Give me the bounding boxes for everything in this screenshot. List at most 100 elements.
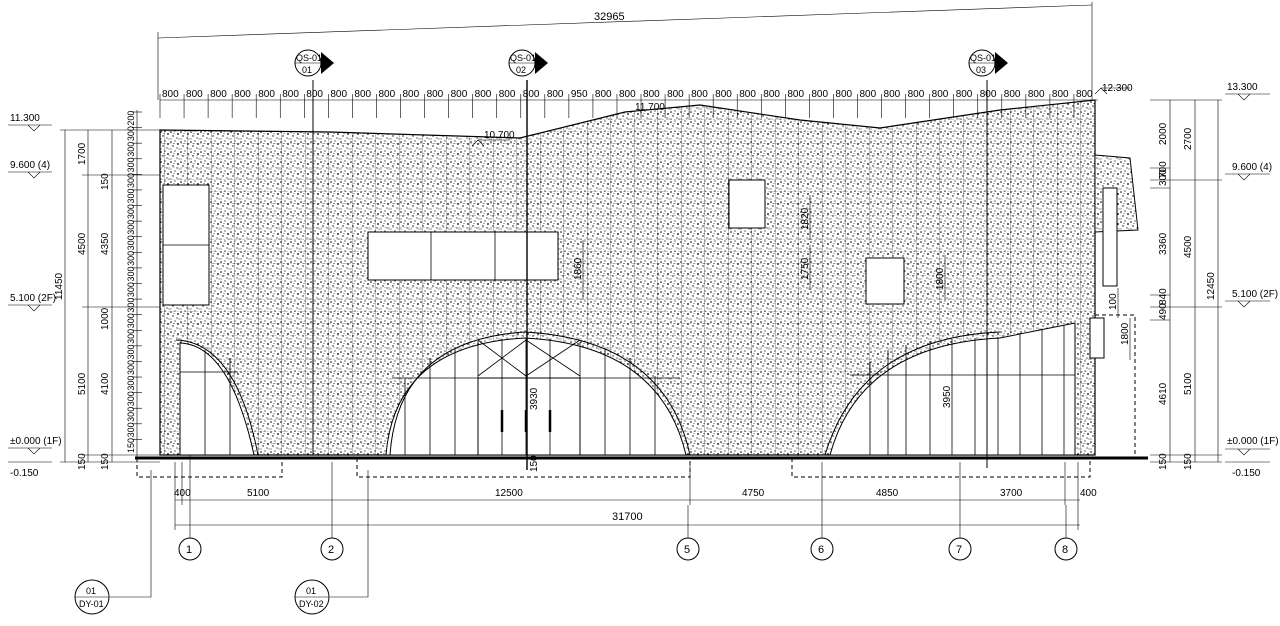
- left-small-label: 300: [126, 126, 136, 141]
- bottom-dim-6: 3700: [1000, 488, 1023, 499]
- right-small-2: 1800: [1120, 322, 1131, 345]
- left-small-label: 300: [126, 220, 136, 235]
- detail-callout-2: 01 DY-02: [294, 470, 369, 615]
- left-level-2: 9.600 (4): [10, 160, 50, 171]
- window-small-right: [865, 257, 905, 305]
- left-small-label: 300: [126, 407, 136, 422]
- left-small-label: 300: [126, 360, 136, 375]
- interior-dimensions: 1860 1820 1800 1750 3930 3950 150: [529, 195, 953, 472]
- foundation-dash-left: [136, 458, 283, 478]
- left-small-label: 300: [126, 344, 136, 359]
- left-small-label: 300: [126, 204, 136, 219]
- callout-1-bottom: DY-01: [79, 599, 104, 609]
- module-label: 800: [451, 89, 468, 100]
- right-level-2: 9.600 (4): [1232, 162, 1272, 173]
- bottom-dim-4: 4750: [742, 488, 765, 499]
- module-label: 800: [884, 89, 901, 100]
- left-level-4: ±0.000 (1F): [10, 436, 62, 447]
- module-label: 800: [162, 89, 179, 100]
- foundation-dash-right: [791, 458, 1091, 478]
- module-label: 800: [210, 89, 227, 100]
- grid-axis-8: 8: [1062, 544, 1068, 556]
- detail-callout-1: 01 DY-01: [74, 470, 152, 615]
- left-dim-inner-4: 4100: [100, 372, 111, 395]
- module-label: 800: [306, 89, 323, 100]
- top-level-marks: 10.700 11.700 12.300: [471, 83, 1133, 147]
- section-marker-1: QS-01 01: [294, 49, 334, 455]
- interior-dim-1: 1860: [573, 257, 584, 280]
- module-label: 800: [403, 89, 420, 100]
- entrance-door: [477, 377, 581, 456]
- right-dashed-outline: [1095, 314, 1136, 455]
- callout-2-bottom: DY-02: [299, 599, 324, 609]
- grid-axis-1: 1: [186, 544, 192, 556]
- module-label: 800: [715, 89, 732, 100]
- module-label: 800: [859, 89, 876, 100]
- right-dim-inner-5: 840: [1158, 288, 1169, 305]
- right-dim-inner-7: 4610: [1158, 382, 1169, 405]
- window-ribbon: [367, 231, 559, 281]
- module-label: 800: [787, 89, 804, 100]
- right-level-4: ±0.000 (1F): [1227, 436, 1279, 447]
- side-window: [1102, 187, 1118, 287]
- right-small-1: 100: [1108, 293, 1119, 310]
- overall-top-dimension: 32965: [157, 2, 1093, 100]
- left-small-label: 300: [126, 142, 136, 157]
- left-small-label: 300: [126, 251, 136, 266]
- module-label: 800: [739, 89, 756, 100]
- module-label: 800: [330, 89, 347, 100]
- left-small-label: 150: [126, 438, 136, 453]
- module-label: 800: [956, 89, 973, 100]
- right-dim-mid-2: 4500: [1183, 235, 1194, 258]
- facade: [159, 99, 1139, 456]
- module-label: 800: [980, 89, 997, 100]
- left-small-label: 300: [126, 376, 136, 391]
- left-dim-mid-2: 4500: [77, 232, 88, 255]
- section-marker-1-top: QS-01: [296, 53, 322, 63]
- interior-dim-5: 3930: [529, 387, 540, 410]
- window-small-center: [728, 179, 766, 229]
- module-label: 800: [354, 89, 371, 100]
- left-small-label: 300: [126, 282, 136, 297]
- level-center: 10.700: [484, 130, 515, 141]
- left-dim-outer: 11450: [54, 272, 65, 300]
- left-dim-inner-2: 4350: [100, 232, 111, 255]
- right-dim-inner-6: 490: [1158, 303, 1169, 320]
- left-small-label: 300: [126, 391, 136, 406]
- module-dimension-chain: 800 800 800 800 800 800 800 800 800 800 800 800 800 8…: [159, 89, 1098, 118]
- arch-right: [829, 322, 1076, 456]
- grid-axis-6: 6: [818, 544, 824, 556]
- interior-dim-7: 150: [529, 455, 540, 472]
- module-label: 800: [811, 89, 828, 100]
- left-dim-inner-3: 1000: [100, 307, 111, 330]
- left-dim-mid-3: 5100: [77, 372, 88, 395]
- right-level-1: 13.300: [1227, 82, 1258, 93]
- callout-2-top: 01: [306, 586, 316, 596]
- bottom-dimensions: 400 5100 12500 4750 4850 3700 400 31700: [174, 462, 1097, 530]
- left-dim-inner-1: 150: [100, 173, 111, 190]
- arch-center: [385, 337, 687, 456]
- module-label: 800: [378, 89, 395, 100]
- module-label: 800: [643, 89, 660, 100]
- left-dim-inner-5: 150: [100, 453, 111, 470]
- right-dim-outer: 12450: [1206, 272, 1217, 300]
- left-dim-mid-4: 150: [77, 453, 88, 470]
- left-small-label: 200: [126, 111, 136, 126]
- left-level-1: 11.300: [10, 113, 40, 124]
- bottom-dim-7: 400: [1080, 488, 1097, 499]
- left-small-label: 300: [126, 189, 136, 204]
- section-marker-1-bottom: 01: [302, 65, 312, 75]
- module-label: 800: [427, 89, 444, 100]
- module-label: 800: [258, 89, 275, 100]
- left-small-label: 300: [126, 313, 136, 328]
- module-label: 800: [1004, 89, 1021, 100]
- left-small-label: 300: [126, 298, 136, 313]
- overall-bottom-label: 31700: [612, 511, 643, 523]
- left-small-label: 300: [126, 173, 136, 188]
- bottom-dim-1: 400: [174, 488, 191, 499]
- module-label: 800: [619, 89, 636, 100]
- right-dim-mid-4: 150: [1183, 453, 1194, 470]
- module-label: 800: [499, 89, 516, 100]
- module-label: 800: [1028, 89, 1045, 100]
- right-dim-mid-1: 2700: [1183, 127, 1194, 150]
